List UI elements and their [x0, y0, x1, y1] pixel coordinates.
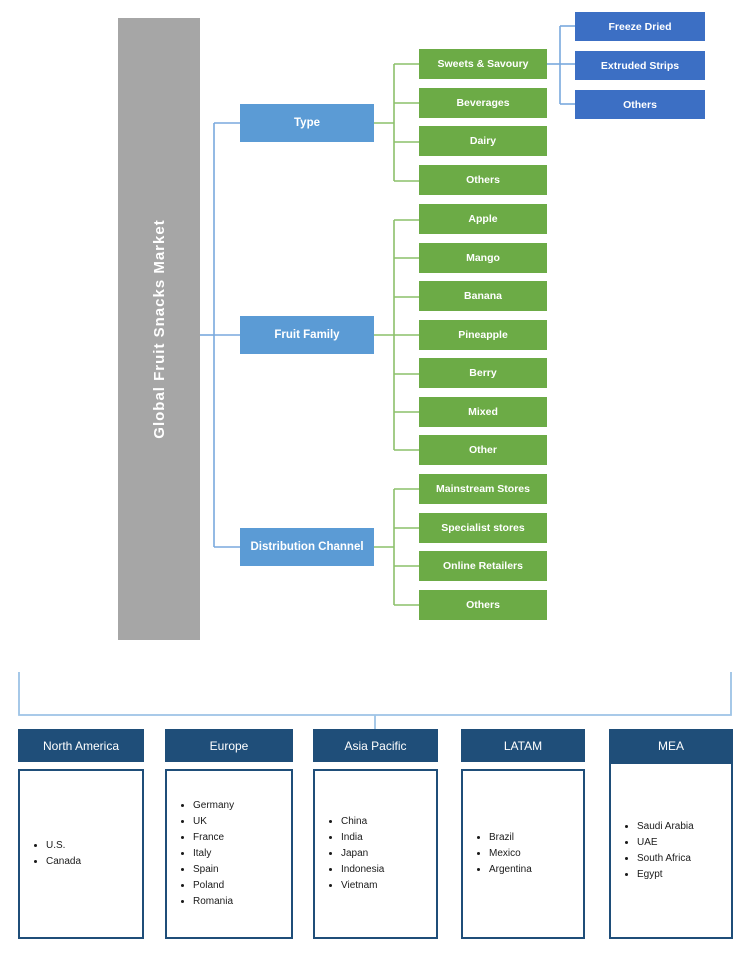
- country-list-item: UAE: [637, 835, 694, 851]
- country-list-item: Germany: [193, 798, 234, 814]
- sweets-subchild-extruded-strips[interactable]: Extruded Strips: [575, 51, 705, 80]
- region-body-asia-pacific: ChinaIndiaJapanIndonesiaVietnam: [313, 769, 438, 939]
- region-header-north-america: North America: [18, 729, 144, 762]
- distribution-child-specialist-stores[interactable]: Specialist stores: [419, 513, 547, 543]
- type-child-beverages[interactable]: Beverages: [419, 88, 547, 118]
- country-list-item: China: [341, 814, 384, 830]
- type-child-sweets-savoury[interactable]: Sweets & Savoury: [419, 49, 547, 79]
- country-list-item: UK: [193, 814, 234, 830]
- type-child-others[interactable]: Others: [419, 165, 547, 195]
- region-header-europe: Europe: [165, 729, 293, 762]
- fruit-family-child-banana[interactable]: Banana: [419, 281, 547, 311]
- fruit-family-child-mango[interactable]: Mango: [419, 243, 547, 273]
- type-child-dairy[interactable]: Dairy: [419, 126, 547, 156]
- region-country-list-mea: Saudi ArabiaUAESouth AfricaEgypt: [611, 819, 694, 883]
- region-country-list-europe: GermanyUKFranceItalySpainPolandRomania: [167, 798, 234, 910]
- sweets-subchild-others[interactable]: Others: [575, 90, 705, 119]
- region-card-europe[interactable]: Europe GermanyUKFranceItalySpainPolandRo…: [165, 729, 293, 939]
- root-market-bar: Global Fruit Snacks Market: [118, 18, 200, 640]
- fruit-family-child-berry[interactable]: Berry: [419, 358, 547, 388]
- region-body-europe: GermanyUKFranceItalySpainPolandRomania: [165, 769, 293, 939]
- country-list-item: Romania: [193, 894, 234, 910]
- region-card-latam[interactable]: LATAM BrazilMexicoArgentina: [461, 729, 585, 939]
- country-list-item: Egypt: [637, 867, 694, 883]
- region-country-list-latam: BrazilMexicoArgentina: [463, 830, 532, 878]
- country-list-item: Indonesia: [341, 862, 384, 878]
- region-country-list-north-america: U.S.Canada: [20, 838, 81, 870]
- country-list-item: India: [341, 830, 384, 846]
- fruit-family-child-other[interactable]: Other: [419, 435, 547, 465]
- distribution-child-others[interactable]: Others: [419, 590, 547, 620]
- branch-fruit-family[interactable]: Fruit Family: [241, 317, 373, 353]
- country-list-item: Japan: [341, 846, 384, 862]
- region-header-latam: LATAM: [461, 729, 585, 762]
- region-body-latam: BrazilMexicoArgentina: [461, 769, 585, 939]
- country-list-item: Saudi Arabia: [637, 819, 694, 835]
- fruit-family-child-mixed[interactable]: Mixed: [419, 397, 547, 427]
- country-list-item: France: [193, 830, 234, 846]
- branch-type[interactable]: Type: [241, 105, 373, 141]
- country-list-item: U.S.: [46, 838, 81, 854]
- country-list-item: Vietnam: [341, 878, 384, 894]
- region-card-asia-pacific[interactable]: Asia Pacific ChinaIndiaJapanIndonesiaVie…: [313, 729, 438, 939]
- region-body-north-america: U.S.Canada: [18, 769, 144, 939]
- distribution-child-online-retailers[interactable]: Online Retailers: [419, 551, 547, 581]
- fruit-family-child-pineapple[interactable]: Pineapple: [419, 320, 547, 350]
- sweets-subchild-freeze-dried[interactable]: Freeze Dried: [575, 12, 705, 41]
- fruit-family-child-apple[interactable]: Apple: [419, 204, 547, 234]
- country-list-item: Spain: [193, 862, 234, 878]
- region-country-list-asia-pacific: ChinaIndiaJapanIndonesiaVietnam: [315, 814, 384, 894]
- region-body-mea: Saudi ArabiaUAESouth AfricaEgypt: [609, 762, 733, 939]
- root-market-label: Global Fruit Snacks Market: [150, 219, 168, 439]
- country-list-item: Canada: [46, 854, 81, 870]
- distribution-child-mainstream-stores[interactable]: Mainstream Stores: [419, 474, 547, 504]
- country-list-item: Brazil: [489, 830, 532, 846]
- country-list-item: Italy: [193, 846, 234, 862]
- country-list-item: South Africa: [637, 851, 694, 867]
- branch-distribution-channel[interactable]: Distribution Channel: [241, 529, 373, 565]
- country-list-item: Argentina: [489, 862, 532, 878]
- country-list-item: Poland: [193, 878, 234, 894]
- region-card-mea[interactable]: MEA Saudi ArabiaUAESouth AfricaEgypt: [609, 729, 733, 939]
- region-header-mea: MEA: [609, 729, 733, 762]
- region-card-north-america[interactable]: North America U.S.Canada: [18, 729, 144, 939]
- country-list-item: Mexico: [489, 846, 532, 862]
- region-header-asia-pacific: Asia Pacific: [313, 729, 438, 762]
